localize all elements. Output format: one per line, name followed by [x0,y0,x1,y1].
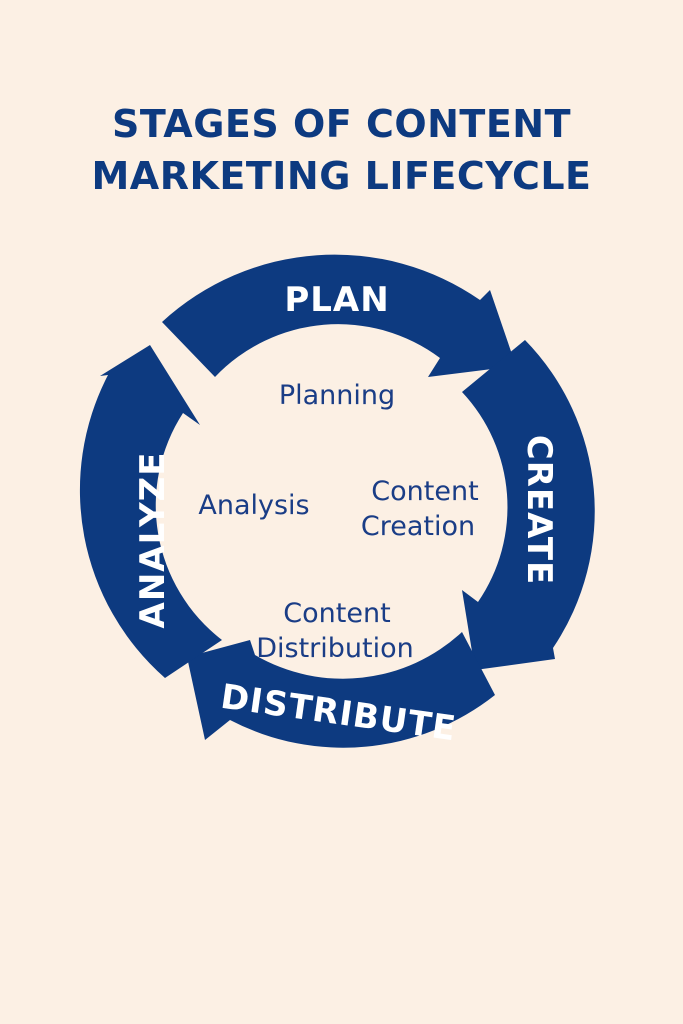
title-line-1: STAGES OF CONTENT [111,102,572,146]
content-distribution-text-2: Distribution [256,633,414,664]
plan-label: PLAN [284,280,389,320]
content-creation-text-2: Creation [361,511,475,542]
analyze-arrow [79,345,222,678]
content-distribution-text-1: Content [283,598,390,629]
planning-text: Planning [279,380,395,411]
page-title: STAGES OF CONTENT MARKETING LIFECYCLE [0,98,683,202]
create-label: CREATE [519,435,559,585]
distribute-arrow [187,632,495,748]
plan-arrow [162,254,516,377]
analyze-label: ANALYZE [133,452,173,629]
content-creation-text-1: Content [371,476,478,507]
analysis-text: Analysis [198,490,309,521]
title-line-2: MARKETING LIFECYCLE [91,154,592,198]
create-arrow [462,340,595,670]
